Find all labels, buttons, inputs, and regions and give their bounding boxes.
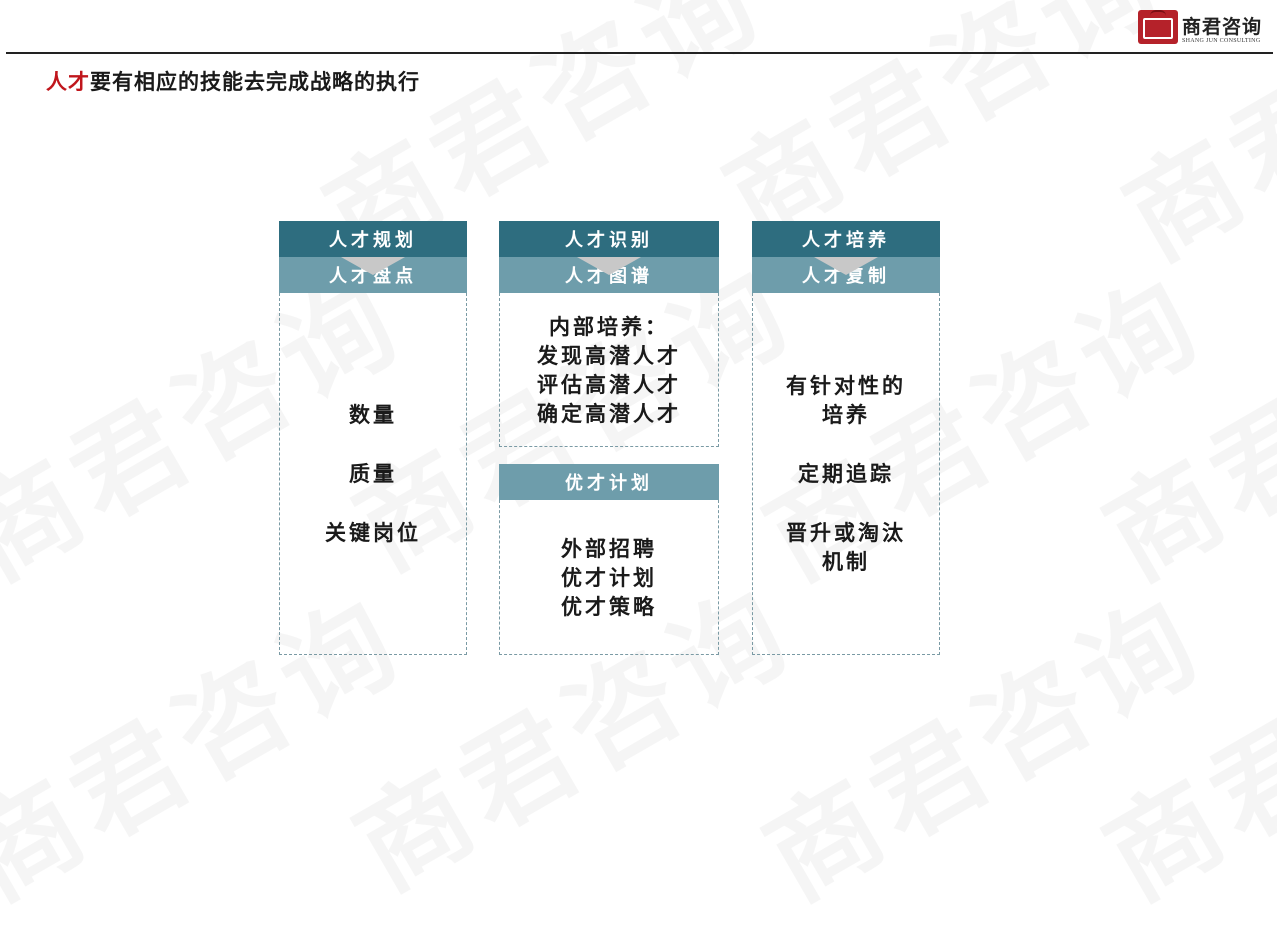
column-talent-planning: 人才规划 人才盘点 数量 质量 关键岗位 [279,221,467,655]
list-item: 评估高潜人才 [537,371,681,397]
list-item: 优才计划 [561,564,657,590]
company-logo: 商君咨询 SHANG JUN CONSULTING [1136,4,1266,48]
down-arrow-icon [577,257,641,275]
section-subheader: 优才计划 [499,464,719,500]
logo-subtitle: SHANG JUN CONSULTING [1182,38,1261,44]
list-item: 关键岗位 [325,520,421,545]
column-header: 人才培养 [752,221,940,257]
list-item: 定期追踪 [798,461,894,486]
list-item: 发现高潜人才 [537,342,681,368]
watermark: 商君咨询 [1072,231,1277,610]
slide-title: 人才要有相应的技能去完成战略的执行 [46,66,420,96]
column-talent-identification: 人才识别 人才图谱 内部培养： 发现高潜人才 评估高潜人才 确定高潜人才 优才计… [499,221,719,655]
title-text: 要有相应的技能去完成战略的执行 [90,69,420,94]
watermark: 商君咨询 [1072,551,1277,929]
list-item: 优才策略 [561,593,657,619]
down-arrow-icon [814,257,878,275]
section-body: 外部招聘 优才计划 优才策略 [499,500,719,655]
list-item: 数量 [349,402,397,427]
header-divider [6,52,1273,54]
column-header: 人才识别 [499,221,719,257]
list-item: 有针对性的 [786,373,906,398]
list-item: 机制 [822,549,870,574]
logo-name: 商君咨询 [1182,16,1263,38]
list-item: 确定高潜人才 [537,400,681,426]
title-highlight: 人才 [46,69,90,94]
section-body: 数量 质量 关键岗位 [279,293,467,655]
column-header: 人才规划 [279,221,467,257]
list-item: 外部招聘 [561,535,657,561]
list-item: 培养 [822,402,870,427]
list-item: 晋升或淘汰 [786,520,906,545]
down-arrow-icon [341,257,405,275]
list-item: 质量 [349,461,397,486]
seal-icon [1138,10,1178,44]
list-item: 内部培养： [549,313,669,339]
section-body: 有针对性的 培养 定期追踪 晋升或淘汰 机制 [752,293,940,655]
section-body: 内部培养： 发现高潜人才 评估高潜人才 确定高潜人才 [499,293,719,447]
column-talent-development: 人才培养 人才复制 有针对性的 培养 定期追踪 晋升或淘汰 机制 [752,221,940,655]
